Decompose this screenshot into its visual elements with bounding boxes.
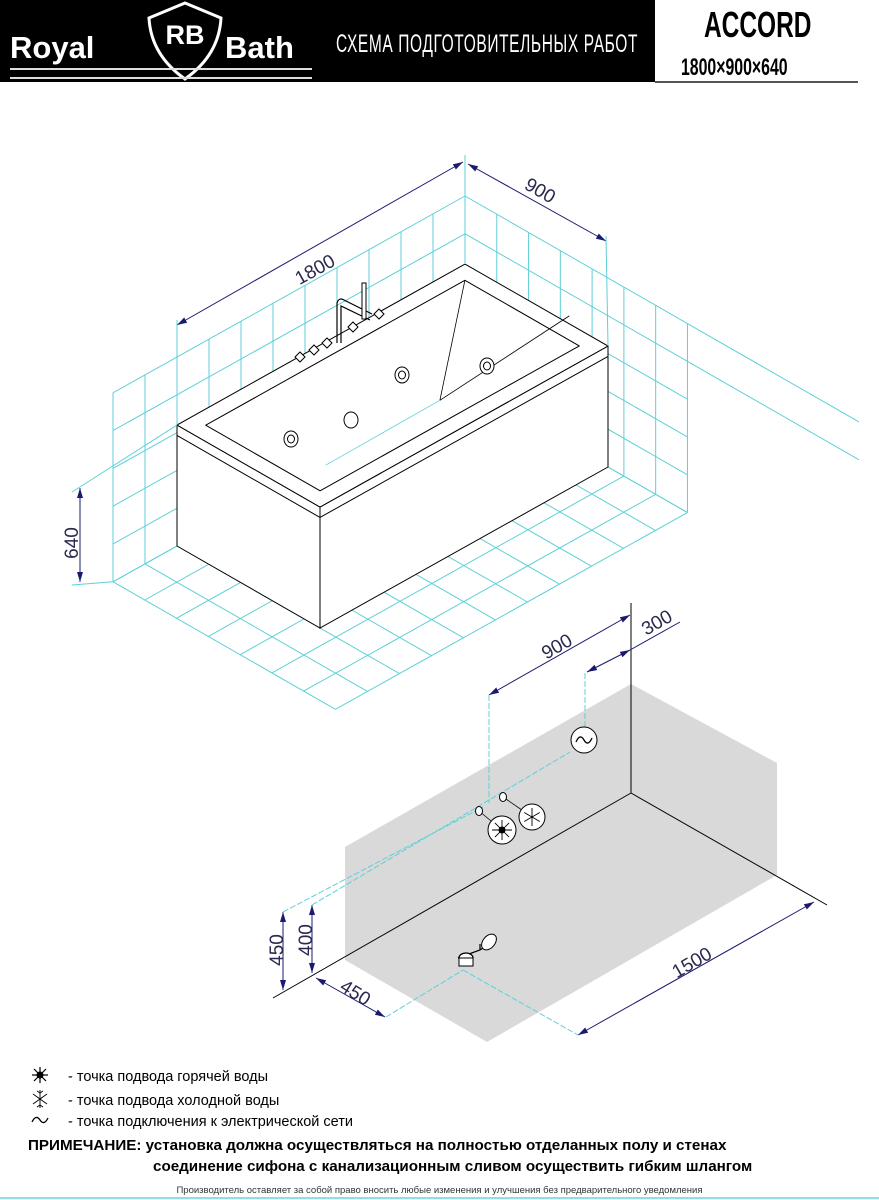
wall-extension-line [687,360,860,461]
bath-basin [205,279,580,492]
jet-icon [287,434,295,444]
basin-inner-line [439,315,570,401]
logo-bath: Bath [225,30,294,65]
legend-electric: - точка подключения к электрической сети [28,1113,353,1131]
header-divider [655,81,858,83]
wall-floor-area [345,684,777,1042]
logo-underline [10,68,312,79]
wall-extension-line [687,323,860,423]
jet-icon [343,411,359,429]
page-title: СХЕМА ПОДГОТОВИТЕЛЬНЫХ РАБОТ [336,30,639,58]
dim-450-depth-label: 450 [336,976,374,1011]
cold-water-icon [28,1089,52,1113]
electric-outlet-icon [575,736,593,744]
tile-line [464,233,688,362]
rim-lip-line [319,355,609,518]
model-dimensions: 1800×900×640 [681,54,788,81]
basin-inner-line [325,399,441,466]
bath-isometric-view: 1800 900 640 [62,155,860,710]
footer-disclaimer: Производитель оставляет за собой право в… [176,1185,703,1196]
rim-lip-line [176,435,321,518]
length-dimension-label: 1800 [292,251,339,290]
dim-300-line [629,621,681,651]
hot-water-icon [28,1066,52,1088]
shower-handle-icon [361,282,367,320]
height-dimension-label: 640 [62,527,83,559]
logo-royal: Royal [10,30,95,65]
extension-line [71,424,178,493]
pipe-stub-icon [499,792,507,802]
dim-300-label: 300 [638,606,676,640]
length-dimension-line [176,161,464,326]
tile-line [271,475,625,674]
pipe-stub-icon [475,806,483,816]
note-line-2: соединение сифона с канализационным слив… [153,1158,753,1175]
dim-1500-line [577,901,815,1036]
logo-shield-icon: RB [147,1,223,81]
dim-300-line [586,649,631,673]
tile-line [303,493,656,692]
cold-water-ray [523,812,541,822]
legend-electric-text: - точка подключения к электрической сети [68,1114,354,1130]
dim-900-label: 900 [538,630,576,664]
legend-hot-water-text: - точка подвода горячей воды [68,1069,268,1085]
width-dimension-label: 900 [521,174,559,208]
connections-view: 900 300 450 400 450 1500 [267,603,828,1042]
legend-hot-water: - точка подвода горячей воды [28,1066,268,1088]
extension-line [385,969,464,1018]
hot-water-center [498,826,506,834]
bathtub [175,263,610,629]
jet-icon [398,370,406,380]
width-dimension-line [467,163,607,242]
dim-900-line [488,614,631,696]
tile-line [144,563,368,692]
floor-wall-line [630,792,828,906]
extension-line [462,969,579,1036]
faucet-knob-icon [294,351,306,363]
legend-cold-water-text: - точка подвода холодной воды [68,1093,280,1109]
legend-cold-water: - точка подвода холодной воды [28,1089,279,1113]
extension-line [311,751,571,906]
logo-rb: RB [166,20,205,50]
bath-dimensions [71,155,609,586]
siphon-elbow-icon [481,933,497,951]
siphon-drain-icon [458,957,474,967]
note-line-1: ПРИМЕЧАНИЕ: установка должна осуществлят… [28,1137,727,1154]
tile-line [112,581,336,710]
dim-1500-label: 1500 [669,944,716,983]
electric-icon [28,1113,52,1131]
model-name: ACCORD [704,4,812,45]
faucet-knob-icon [308,344,320,356]
extension-line [282,806,484,913]
connections-geometry [272,603,828,1042]
footer-divider [0,1197,879,1199]
floor-wall-line [272,792,632,999]
jet-icon [483,361,491,371]
faucet-knob-icon [321,337,333,349]
dim-450-depth-line [315,977,386,1018]
tile-line [335,512,688,710]
extension-line [71,581,114,586]
dim-400-height-label: 400 [296,924,317,956]
jet-icon [283,430,299,448]
jet-icon [479,357,495,375]
jet-icon [394,366,410,384]
dim-450-height-label: 450 [267,934,288,966]
extension-line [605,235,609,347]
